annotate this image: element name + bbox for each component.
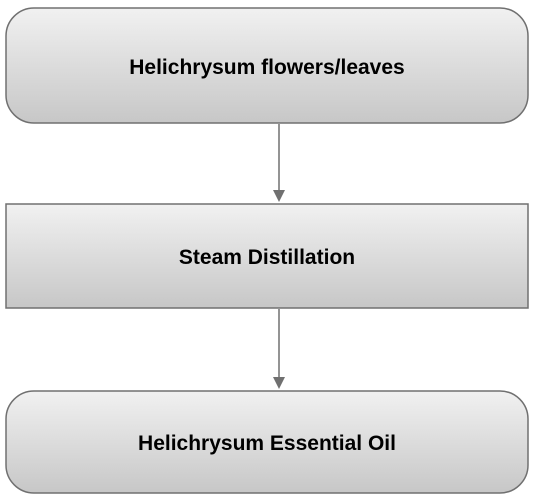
node-input: Helichrysum flowers/leaves	[5, 7, 529, 124]
node-input-label: Helichrysum flowers/leaves	[129, 56, 404, 79]
node-output-shape	[5, 390, 529, 494]
node-process-label: Steam Distillation	[179, 246, 355, 269]
node-output-label: Helichrysum Essential Oil	[138, 432, 396, 455]
node-process-shape	[5, 203, 529, 309]
node-input-shape	[5, 7, 529, 124]
node-process: Steam Distillation	[5, 203, 529, 309]
node-output: Helichrysum Essential Oil	[5, 390, 529, 494]
